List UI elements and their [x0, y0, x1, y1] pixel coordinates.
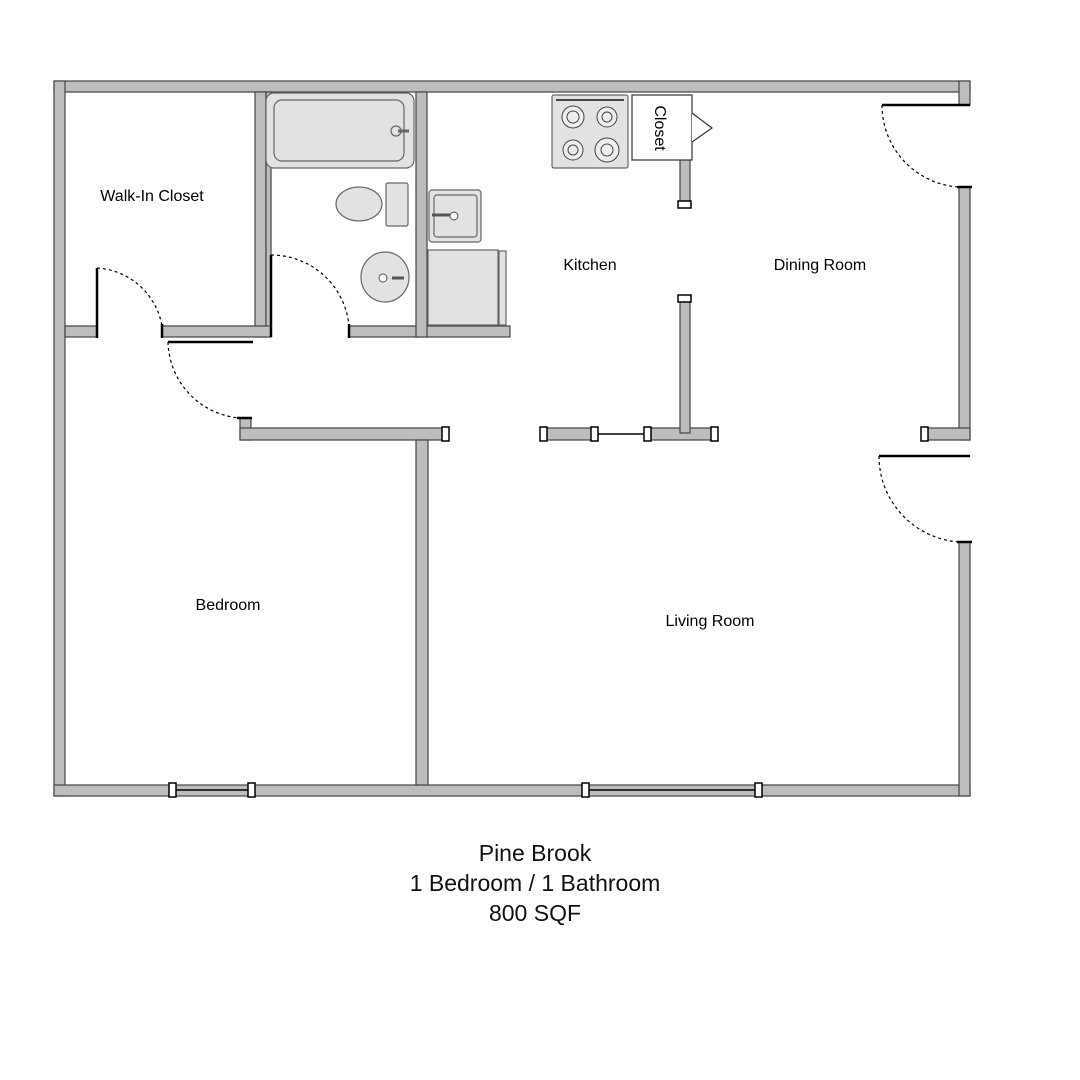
windows	[168, 200, 929, 798]
dining-room-label: Dining Room	[774, 257, 866, 274]
right-wall-middle	[958, 186, 971, 441]
kitchen-sink	[428, 189, 482, 243]
top-wall	[53, 80, 971, 93]
closet-bottom-wall-left	[64, 325, 98, 338]
kitchen-label: Kitchen	[563, 257, 616, 274]
stove	[551, 94, 629, 169]
right-wall-top	[958, 80, 971, 106]
bedroom-living-wall	[415, 439, 429, 786]
closet-label: Closet	[651, 105, 668, 151]
bath-kitchen-wall	[415, 91, 428, 338]
walk-in-closet-label: Walk-In Closet	[100, 188, 204, 205]
hall-wall-mid	[542, 427, 596, 441]
window-jamb	[168, 782, 177, 798]
right-wall-stub	[924, 427, 971, 441]
living-room-label: Living Room	[666, 613, 755, 630]
hall-wall	[239, 427, 446, 441]
plan-layout: 1 Bedroom / 1 Bathroom	[409, 870, 661, 896]
bath-bottom-wall	[348, 325, 511, 338]
closet-bottom-wall-right	[161, 325, 272, 338]
closet-partition	[679, 154, 691, 206]
bathroom-sink	[360, 251, 410, 303]
kitchen-closet: Closet	[631, 94, 714, 161]
plan-caption: Pine Brook 1 Bedroom / 1 Bathroom 800 SQ…	[0, 838, 1070, 928]
doors	[95, 103, 972, 544]
window-jamb	[247, 782, 256, 798]
plan-name: Pine Brook	[478, 840, 592, 866]
bedroom-label: Bedroom	[196, 597, 261, 614]
right-wall-bottom	[958, 541, 971, 797]
plan-area: 800 SQF	[488, 900, 582, 926]
window-jamb	[581, 782, 590, 798]
left-wall	[53, 80, 66, 797]
toilet	[335, 182, 409, 227]
refrigerator	[427, 249, 507, 326]
kitchen-dining-partition	[679, 297, 691, 434]
window-jamb	[754, 782, 763, 798]
bathtub	[265, 92, 415, 169]
closet-right-wall	[254, 91, 267, 338]
